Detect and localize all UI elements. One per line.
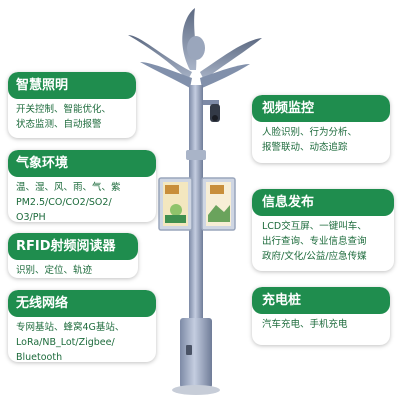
card-video-surveillance: 视频监控 人脸识别、行为分析、 报警联动、动态追踪 xyxy=(252,95,390,163)
card-wireless-network: 无线网络 专网基站、蜂窝4G基站、 LoRa/NB_Lot/Zigbee/ Bl… xyxy=(8,290,156,362)
card-title: 无线网络 xyxy=(8,290,156,317)
lamp-head-icon xyxy=(128,8,262,88)
card-title: 信息发布 xyxy=(252,189,394,216)
card-description: 人脸识别、行为分析、 报警联动、动态追踪 xyxy=(262,127,358,153)
card-description: 识别、定位、轨迹 xyxy=(16,265,93,276)
card-info-publishing: 信息发布 LCD交互屏、一键叫车、 出行查询、专业信息查询 政府/文化/公益/应… xyxy=(252,189,394,271)
right-signboard-icon xyxy=(201,177,236,231)
card-title: 充电桩 xyxy=(252,287,390,314)
camera-icon xyxy=(203,100,220,122)
card-rfid-reader: RFID射频阅读器 识别、定位、轨迹 xyxy=(8,233,138,278)
card-description: 开关控制、智能优化、 状态监测、自动报警 xyxy=(16,104,112,130)
card-weather-environment: 气象环境 温、湿、风、雨、气、紫 PM2.5/CO/CO2/SO2/ O3/PH xyxy=(8,150,156,222)
card-description: 专网基站、蜂窝4G基站、 LoRa/NB_Lot/Zigbee/ Bluetoo… xyxy=(16,322,125,362)
card-title: 智慧照明 xyxy=(8,72,136,99)
card-charging-station: 充电桩 汽车充电、手机充电 xyxy=(252,287,390,345)
card-description: 汽车充电、手机充电 xyxy=(262,319,348,330)
card-description: LCD交互屏、一键叫车、 出行查询、专业信息查询 政府/文化/公益/应急传媒 xyxy=(262,221,367,262)
card-title: 视频监控 xyxy=(252,95,390,122)
card-smart-lighting: 智慧照明 开关控制、智能优化、 状态监测、自动报警 xyxy=(8,72,136,138)
card-title: 气象环境 xyxy=(8,150,156,177)
card-title: RFID射频阅读器 xyxy=(8,233,138,260)
card-description: 温、湿、风、雨、气、紫 PM2.5/CO/CO2/SO2/ O3/PH xyxy=(16,182,121,222)
left-signboard-icon xyxy=(158,177,193,231)
